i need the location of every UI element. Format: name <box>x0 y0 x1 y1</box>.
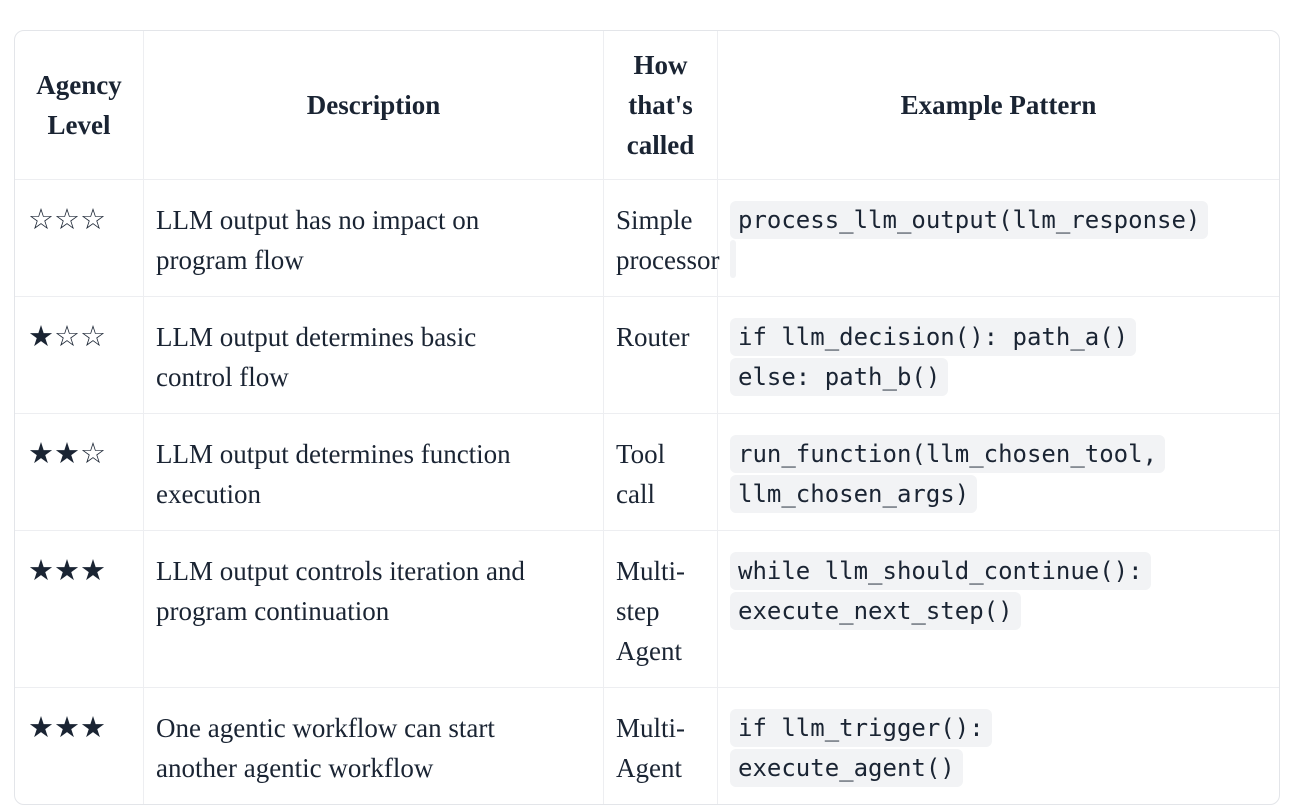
example-pattern-cell: while llm_should_continue():execute_next… <box>718 531 1279 688</box>
how-called-cell: Tool call <box>604 414 718 531</box>
code-chip: if llm_trigger(): <box>730 709 992 747</box>
agency-levels-table: Agency Level Description How that's call… <box>14 30 1280 805</box>
table-body: ☆☆☆LLM output has no impact on program f… <box>15 180 1279 804</box>
table-row: ★☆☆LLM output determines basic control f… <box>15 297 1279 414</box>
how-called-cell: Router <box>604 297 718 414</box>
description-cell: LLM output has no impact on program flow <box>144 180 604 297</box>
example-pattern-cell: if llm_trigger():execute_agent() <box>718 688 1279 804</box>
code-chip <box>730 240 736 278</box>
description-cell: LLM output controls iteration and progra… <box>144 531 604 688</box>
agency-level-cell: ☆☆☆ <box>15 180 144 297</box>
how-called-cell: Multi-step Agent <box>604 531 718 688</box>
code-chip: else: path_b() <box>730 358 949 396</box>
code-chip: run_function(llm_chosen_tool, <box>730 435 1166 473</box>
header-description: Description <box>144 31 604 180</box>
code-chip: if llm_decision(): path_a() <box>730 318 1137 356</box>
example-pattern-cell: process_llm_output(llm_response) <box>718 180 1279 297</box>
agency-level-cell: ★★★ <box>15 688 144 804</box>
table-row: ★★★One agentic workflow can start anothe… <box>15 688 1279 804</box>
header-example-pattern: Example Pattern <box>718 31 1279 180</box>
agency-levels-table-container: Agency Level Description How that's call… <box>14 30 1280 805</box>
header-row: Agency Level Description How that's call… <box>15 31 1279 180</box>
header-how-called: How that's called <box>604 31 718 180</box>
example-pattern-cell: run_function(llm_chosen_tool,llm_chosen_… <box>718 414 1279 531</box>
code-chip: execute_agent() <box>730 749 963 787</box>
how-called-cell: Simple processor <box>604 180 719 297</box>
agency-level-cell: ★☆☆ <box>15 297 144 414</box>
header-agency-level: Agency Level <box>15 31 144 180</box>
table-row: ★★☆LLM output determines function execut… <box>15 414 1279 531</box>
code-chip: execute_next_step() <box>730 592 1021 630</box>
code-chip: while llm_should_continue(): <box>730 552 1151 590</box>
how-called-cell: Multi- Agent <box>604 688 718 804</box>
agency-level-cell: ★★★ <box>15 531 144 688</box>
code-chip: process_llm_output(llm_response) <box>730 201 1209 239</box>
description-cell: LLM output determines function execution <box>144 414 604 531</box>
description-cell: One agentic workflow can start another a… <box>144 688 604 804</box>
example-pattern-cell: if llm_decision(): path_a()else: path_b(… <box>718 297 1279 414</box>
code-chip: llm_chosen_args) <box>730 475 978 513</box>
table-header: Agency Level Description How that's call… <box>15 31 1279 180</box>
agency-level-cell: ★★☆ <box>15 414 144 531</box>
table-row: ★★★LLM output controls iteration and pro… <box>15 531 1279 688</box>
description-cell: LLM output determines basic control flow <box>144 297 604 414</box>
table-row: ☆☆☆LLM output has no impact on program f… <box>15 180 1279 297</box>
